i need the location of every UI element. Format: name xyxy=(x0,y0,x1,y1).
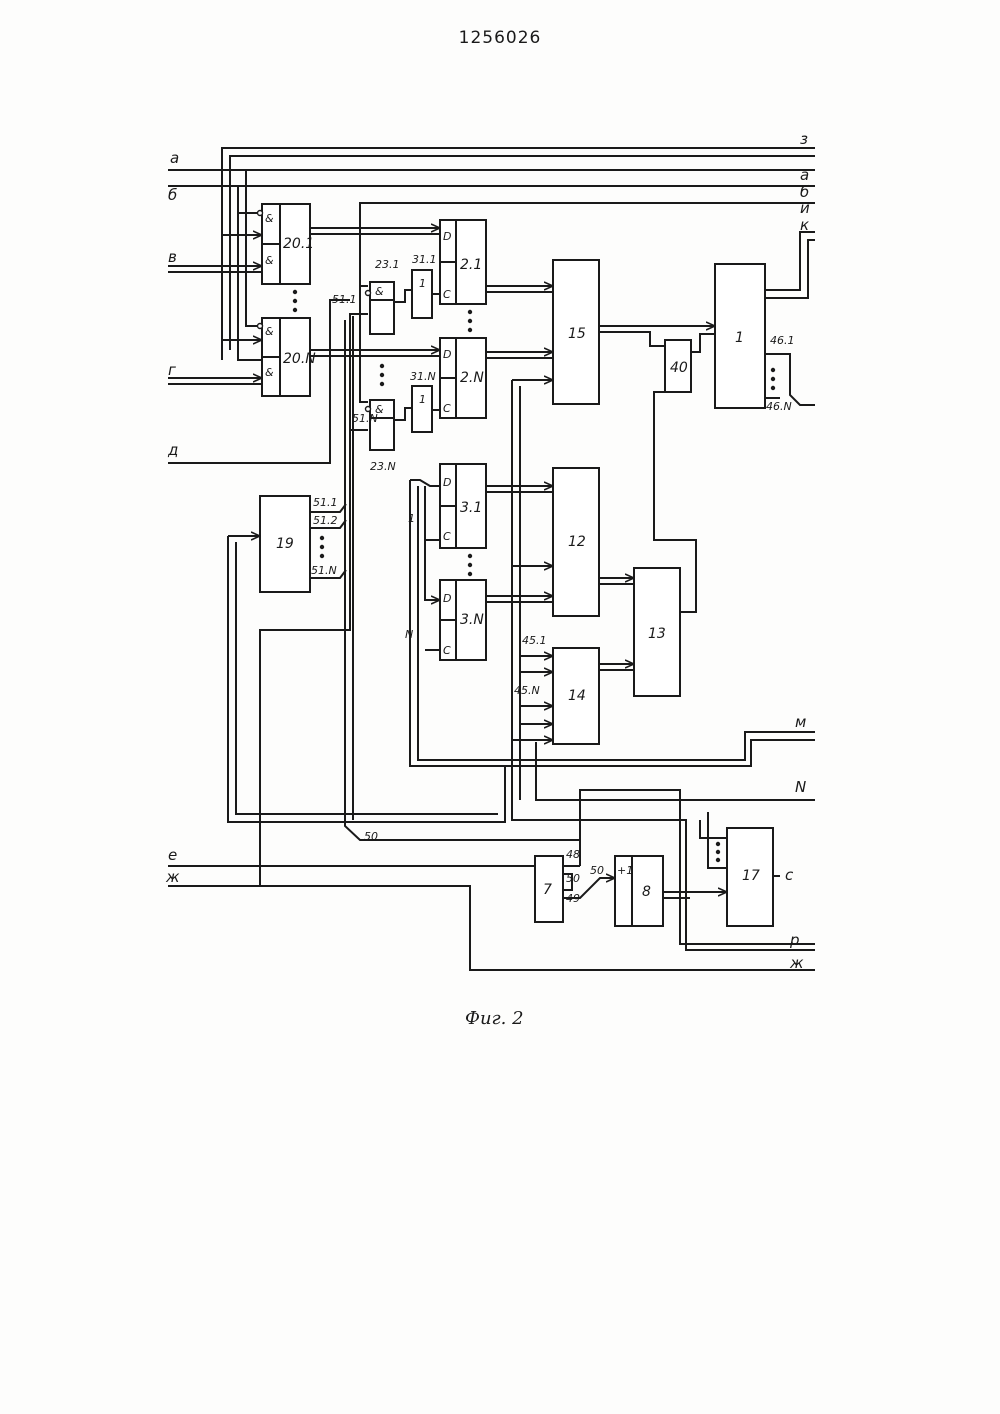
line-zh xyxy=(168,886,815,970)
block-1-label: 1 xyxy=(735,330,744,346)
output-i-label: и xyxy=(800,199,810,217)
block-1: 1 xyxy=(715,264,765,408)
inverter-31-1: 1 31.1 xyxy=(412,253,437,318)
output-m-label: м xyxy=(795,713,806,731)
block-2-n: D C 2.N xyxy=(440,338,486,418)
gate-23-n: & 23.N xyxy=(366,400,396,473)
svg-text:1: 1 xyxy=(419,393,426,406)
output-r-label: р xyxy=(789,931,800,949)
svg-text:&: & xyxy=(265,325,274,338)
block-12: 12 xyxy=(553,468,599,616)
output-z-label: з xyxy=(800,130,808,148)
block-8-label: 8 xyxy=(642,884,651,900)
svg-text:D: D xyxy=(443,348,451,361)
inverter-31-n-label: 31.N xyxy=(410,370,436,383)
output-s-label: с xyxy=(785,866,794,884)
label-51-1: 51.1 xyxy=(313,496,338,509)
label-45-n: 45.N xyxy=(514,684,540,697)
block-8: +1 8 xyxy=(615,856,663,926)
block-17: 17 xyxy=(727,828,773,926)
block-3-1: D C 3.1 xyxy=(440,464,486,548)
svg-text:C: C xyxy=(443,402,451,415)
block-7: 7 xyxy=(535,856,580,922)
input-e-label: е xyxy=(168,846,177,864)
block-20-1: & & 20.1 xyxy=(262,204,314,284)
label-51-n-in: 51.N xyxy=(352,412,378,425)
block-12-label: 12 xyxy=(568,534,586,550)
svg-text:C: C xyxy=(443,530,451,543)
block-3-n-label: 3.N xyxy=(460,612,484,628)
label-48: 48 xyxy=(566,848,580,861)
gate-23-1-label: 23.1 xyxy=(375,258,400,271)
block-15: 15 xyxy=(553,260,599,404)
inverter-31-1-label: 31.1 xyxy=(412,253,437,266)
svg-text:&: & xyxy=(375,285,384,298)
block-20-1-label: 20.1 xyxy=(283,236,314,252)
block-19-label: 19 xyxy=(276,536,294,552)
block-3-n: D C 3.N xyxy=(440,580,486,660)
block-17-label: 17 xyxy=(742,868,760,884)
svg-text:D: D xyxy=(443,592,451,605)
output-a-label: а xyxy=(800,166,809,184)
label-46-1: 46.1 xyxy=(770,334,795,347)
label-51-n: 51.N xyxy=(311,564,337,577)
label-51-2: 51.2 xyxy=(313,514,338,527)
svg-text:C: C xyxy=(443,644,451,657)
block-2-1-label: 2.1 xyxy=(460,257,482,273)
svg-text:1: 1 xyxy=(419,277,426,290)
bus-1-label: 1 xyxy=(408,512,415,525)
svg-text:+1: +1 xyxy=(617,864,633,877)
block-20-n: & & 20.N xyxy=(262,318,316,396)
input-b-label: б xyxy=(168,186,177,204)
gate-23-1: & 23.1 xyxy=(366,258,400,334)
label-45-1: 45.1 xyxy=(522,634,547,647)
gate-23-n-label: 23.N xyxy=(370,460,396,473)
input-zh-label: ж xyxy=(165,868,180,886)
block-15-label: 15 xyxy=(568,326,586,342)
svg-text:D: D xyxy=(443,476,451,489)
svg-text:D: D xyxy=(443,230,451,243)
inverter-31-n: 1 31.N xyxy=(410,370,436,432)
label-46-n: 46.N xyxy=(766,400,792,413)
block-2-1: D C 2.1 xyxy=(440,220,486,304)
block-20-n-label: 20.N xyxy=(283,351,316,367)
output-k-label: к xyxy=(800,216,809,234)
label-50-bus: 50 xyxy=(364,830,378,843)
input-d-label: д xyxy=(167,441,178,459)
block-14: 14 xyxy=(553,648,599,744)
block-40-label: 40 xyxy=(670,360,688,376)
block-40: 40 xyxy=(665,340,691,392)
block-13: 13 xyxy=(634,568,680,696)
block-19: 19 xyxy=(260,496,310,592)
bus-n-label: N xyxy=(405,628,413,641)
svg-text:&: & xyxy=(265,366,274,379)
input-a-label: а xyxy=(170,149,179,167)
block-2-n-label: 2.N xyxy=(460,370,484,386)
figure-caption: Фиг. 2 xyxy=(465,1008,545,1029)
block-14-label: 14 xyxy=(568,688,586,704)
label-50-c: 50 xyxy=(590,864,604,877)
svg-text:C: C xyxy=(443,288,451,301)
block-13-label: 13 xyxy=(648,626,666,642)
input-v-label: в xyxy=(168,248,177,266)
input-g-label: г xyxy=(168,361,176,379)
block-3-1-label: 3.1 xyxy=(460,500,482,516)
block-7-label: 7 xyxy=(543,882,552,898)
output-n-label: N xyxy=(795,778,806,796)
svg-text:&: & xyxy=(265,254,274,267)
svg-text:&: & xyxy=(265,212,274,225)
